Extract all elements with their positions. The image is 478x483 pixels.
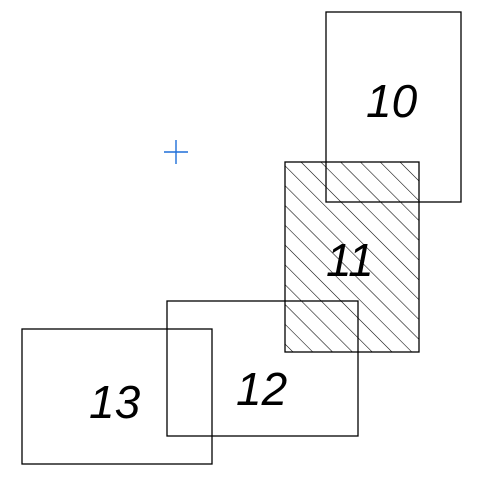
rect-11-outline[interactable] <box>284 161 420 353</box>
rect-12-outline[interactable] <box>166 300 359 437</box>
rect-11-label: 11 <box>326 234 374 286</box>
shape-rect-11[interactable] <box>284 161 420 353</box>
rect-12-label: 12 <box>236 363 287 415</box>
shape-rect-13[interactable] <box>21 328 213 465</box>
shape-rect-12[interactable] <box>166 300 359 437</box>
rect-10-label: 10 <box>366 75 418 127</box>
rect-13-label: 13 <box>89 376 141 428</box>
crosshair-icon <box>164 140 188 164</box>
rect-11-hatch-fill <box>285 162 419 352</box>
rect-13-outline[interactable] <box>21 328 213 465</box>
